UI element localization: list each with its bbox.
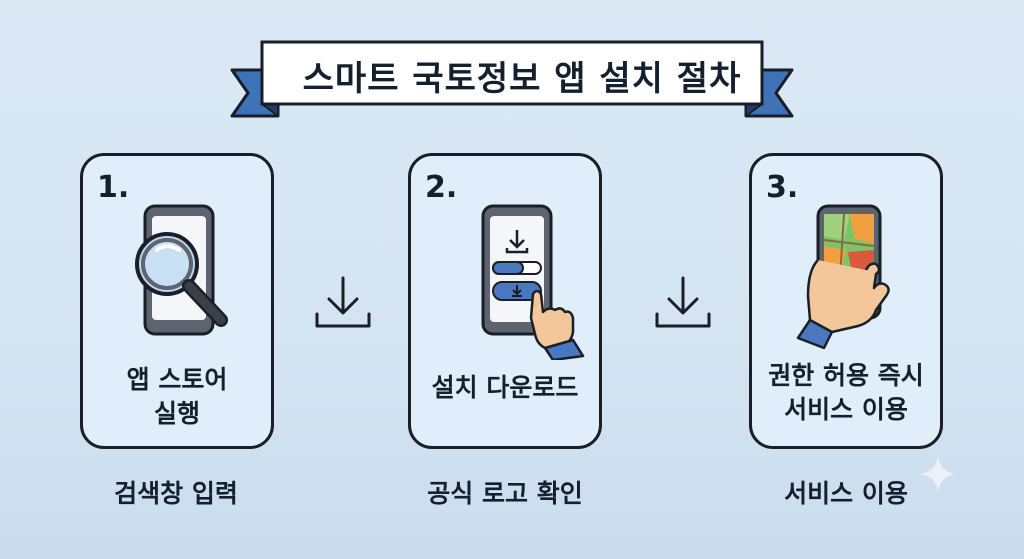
step-card-1: 1. 앱 스토어 실행 [80,153,274,449]
step-number: 2. [425,170,458,205]
step-caption-3: 서비스 이용 [784,479,908,508]
step-number: 1. [97,170,130,205]
hand-map-phone-icon [796,204,890,350]
step-label-line1: 설치 다운로드 [431,373,579,402]
sparkle-icon [920,456,956,492]
step-caption-2: 공식 로고 확인 [427,479,583,508]
step-caption-1: 검색창 입력 [114,479,238,508]
step-label-line2: 서비스 이용 [784,395,908,424]
download-arrow-icon [655,276,711,328]
step-label-line2: 실행 [153,399,200,428]
page-title: 스마트 국토정보 앱 설치 절차 [302,58,742,99]
magnifier-phone-icon [135,204,228,336]
step-label-line1: 권한 허용 즉시 [768,361,924,390]
banner-ribbon-icon [230,40,794,118]
step-label-line1: 앱 스토어 [126,365,228,394]
step-card-2: 2. 설치 다운로드 [408,153,602,449]
step-number: 3. [766,170,799,205]
step-card-3: 3. 권한 허용 즉시 서비스 이용 [749,153,943,449]
tap-download-phone-icon [481,204,585,360]
title-banner: 스마트 국토정보 앱 설치 절차 [0,0,1024,140]
download-arrow-icon [315,276,371,328]
